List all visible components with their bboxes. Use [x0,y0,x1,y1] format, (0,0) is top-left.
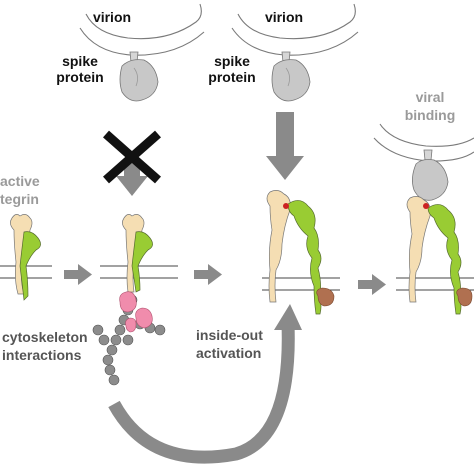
binding-site-3 [283,203,289,209]
integrin-4-beta [427,204,462,315]
inside-out-label-2: activation [196,345,261,361]
integrin-2 [92,214,178,386]
cytoskeleton-partner-proteins [119,291,153,333]
cyto-tail-partner-4 [456,287,473,307]
integrin-3-alpha [266,190,291,303]
inside-out-curved-arrow [108,304,302,464]
spike-protein-2 [271,51,311,102]
inside-out-label-1: inside-out [196,327,263,343]
active-tegrin-label-2: tegrin [0,191,39,207]
active-tegrin-label-1: active [0,173,40,189]
down-arrow-active [266,112,304,180]
virion-label-1: virion [93,9,131,25]
integrin-1-beta [19,231,41,301]
right-arrow-1 [64,264,92,285]
integrin-4-alpha [406,196,431,303]
integrin-4 [396,149,474,315]
spike-protein-label-1b: protein [56,69,103,85]
right-arrow-3 [358,274,386,295]
virion-3 [373,123,474,162]
spike-protein-1 [119,51,159,102]
integrin-1 [0,214,52,301]
spike-protein-label-2b: protein [208,69,255,85]
integrin-3-beta [287,200,322,315]
cyto-tail-partner-3 [316,287,335,307]
integrin-3 [262,190,340,315]
right-arrow-2 [194,264,222,285]
binding-site-4 [423,203,429,209]
blocked-cross-icon [103,130,161,184]
integrin-2-beta [131,231,153,293]
viral-binding-label-2: binding [405,107,456,123]
cytoskeleton-label-1: cytoskeleton [2,329,88,345]
spike-protein-label-1a: spike [62,53,98,69]
spike-protein-bound [412,149,449,201]
virion-label-2: virion [265,9,303,25]
cytoskeleton-label-2: interactions [2,347,82,363]
viral-binding-label-1: viral [416,89,445,105]
spike-protein-label-2a: spike [214,53,250,69]
